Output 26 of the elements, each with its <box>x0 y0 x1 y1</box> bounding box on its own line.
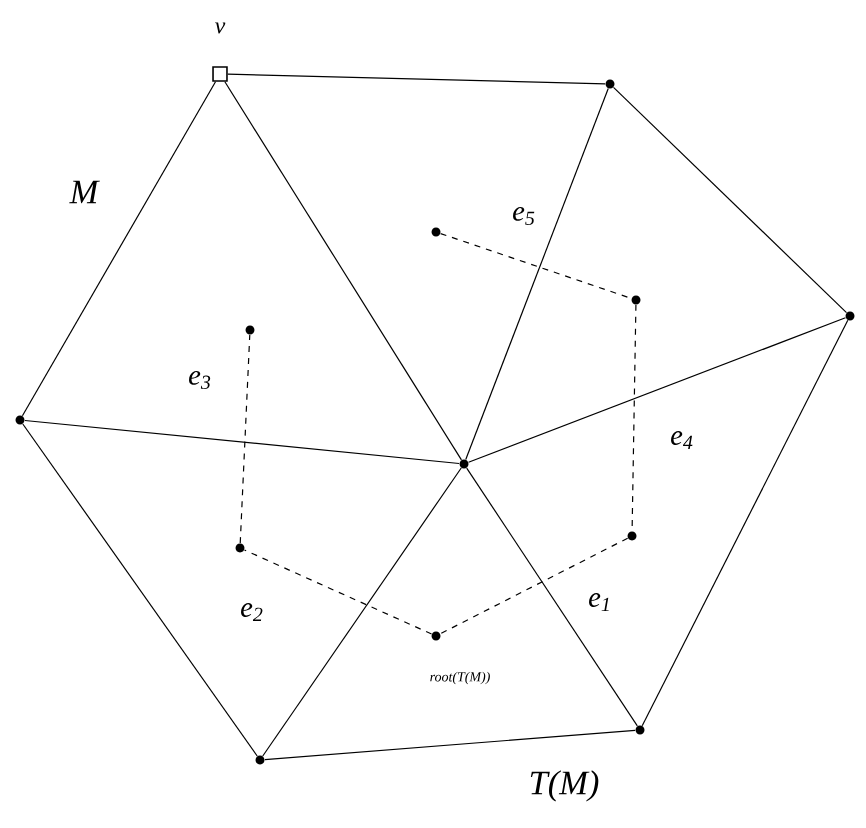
edge-line <box>24 419 460 465</box>
edge-label: e$_{3}$ <box>186 369 214 391</box>
edge-line <box>21 81 217 417</box>
edge-line <box>262 467 462 757</box>
dashed-line <box>440 232 632 300</box>
math-label: M <box>69 180 100 204</box>
edge-line <box>224 81 462 461</box>
edge-label: e$_{4}$ <box>668 429 696 451</box>
vertex-label: v <box>212 20 228 36</box>
dashed-line <box>631 304 637 532</box>
edge-line <box>465 87 609 461</box>
edge-label: e$_{1}$ <box>586 591 614 613</box>
edge-line <box>641 319 849 727</box>
edge-line <box>467 317 847 463</box>
edge-line <box>227 73 606 85</box>
dashed-line <box>243 549 433 635</box>
edge-label: e$_{5}$ <box>510 205 538 227</box>
dashed-line <box>439 537 629 635</box>
math-label: T(M) <box>530 770 599 802</box>
dashed-line <box>239 334 251 544</box>
edge-line <box>612 86 848 314</box>
edge-line <box>264 729 636 761</box>
vertex-square <box>212 66 228 82</box>
edge-line <box>22 423 258 757</box>
edge-line <box>466 467 638 727</box>
edge-label: e$_{2}$ <box>238 601 266 623</box>
